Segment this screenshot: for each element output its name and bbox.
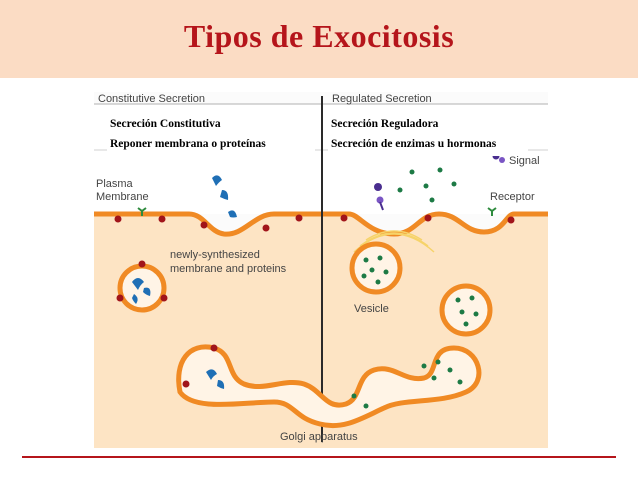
header-regulated: Regulated Secretion — [332, 93, 432, 105]
secreted-proteins — [212, 175, 237, 218]
label-signal: Signal — [509, 155, 540, 167]
overlay-regulated-title: Secreción Reguladora — [331, 118, 439, 130]
label-receptor: Receptor — [490, 191, 535, 203]
overlay-regulated-desc: Secreción de enzimas u hormonas — [331, 138, 497, 150]
signal-molecules — [374, 152, 505, 211]
title-band — [0, 0, 638, 78]
constitutive-vesicle — [116, 260, 168, 313]
label-newly-2: membrane and proteins — [170, 263, 287, 275]
header-constitutive: Constitutive Secretion — [98, 93, 205, 105]
golgi-apparatus — [176, 344, 482, 429]
receptors — [137, 207, 497, 216]
secreted-granules — [397, 167, 457, 203]
overlay-box-right — [328, 116, 528, 156]
label-membrane: Membrane — [96, 191, 149, 203]
overlay-constitutive-desc: Reponer membrana o proteínas — [110, 138, 266, 150]
label-golgi: Golgi apparatus — [280, 431, 358, 443]
label-vesicle: Vesicle — [354, 303, 389, 315]
label-newly-1: newly-synthesized — [170, 249, 260, 261]
bottom-rule — [22, 456, 616, 458]
regulated-vesicle-2 — [439, 283, 493, 337]
membrane-proteins — [114, 214, 515, 232]
overlay-box-left — [107, 116, 315, 156]
label-plasma: Plasma — [96, 178, 134, 190]
page-title: Tipos de Exocitosis — [183, 18, 455, 54]
overlay-constitutive-title: Secreción Constitutiva — [110, 118, 221, 130]
golgi-contents — [182, 344, 463, 409]
regulated-vesicle-1 — [349, 241, 403, 295]
